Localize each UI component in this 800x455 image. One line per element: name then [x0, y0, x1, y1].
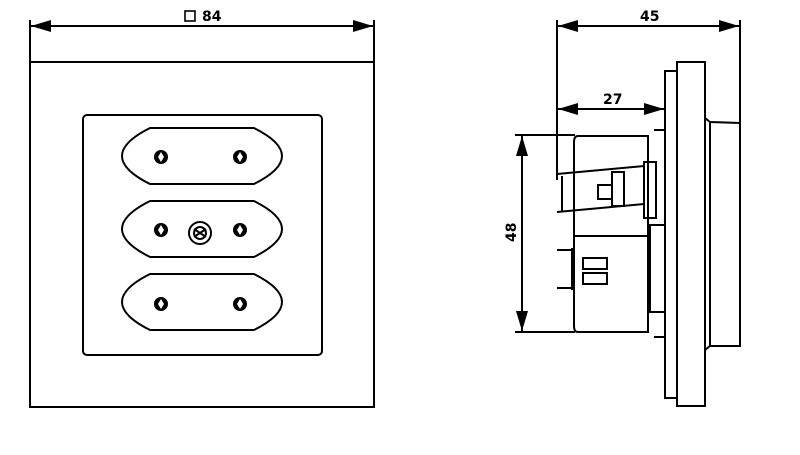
width-dimension: 84: [29, 9, 375, 62]
total-depth-label: 45: [640, 9, 659, 25]
inner-plate: [82, 114, 323, 356]
side-view: 45 27 48: [504, 9, 741, 407]
screw-icon: [188, 221, 212, 245]
mount-depth-dimension: 27: [558, 92, 664, 115]
total-depth-dimension: 45: [556, 9, 741, 180]
width-dimension-label: 84: [202, 9, 222, 25]
outer-frame: [29, 61, 375, 408]
cover-face: [704, 117, 741, 351]
support-plate: [664, 70, 678, 399]
square-symbol-icon: [184, 10, 196, 22]
height-label: 48: [504, 223, 520, 242]
cover-frame: [676, 61, 706, 407]
socket-middle: [120, 200, 284, 258]
front-view: 84: [29, 9, 375, 408]
socket-body: [556, 129, 666, 338]
socket-bottom: [120, 273, 284, 331]
mount-depth-label: 27: [603, 92, 622, 108]
height-dimension: 48: [504, 134, 575, 333]
socket-top: [120, 127, 284, 185]
